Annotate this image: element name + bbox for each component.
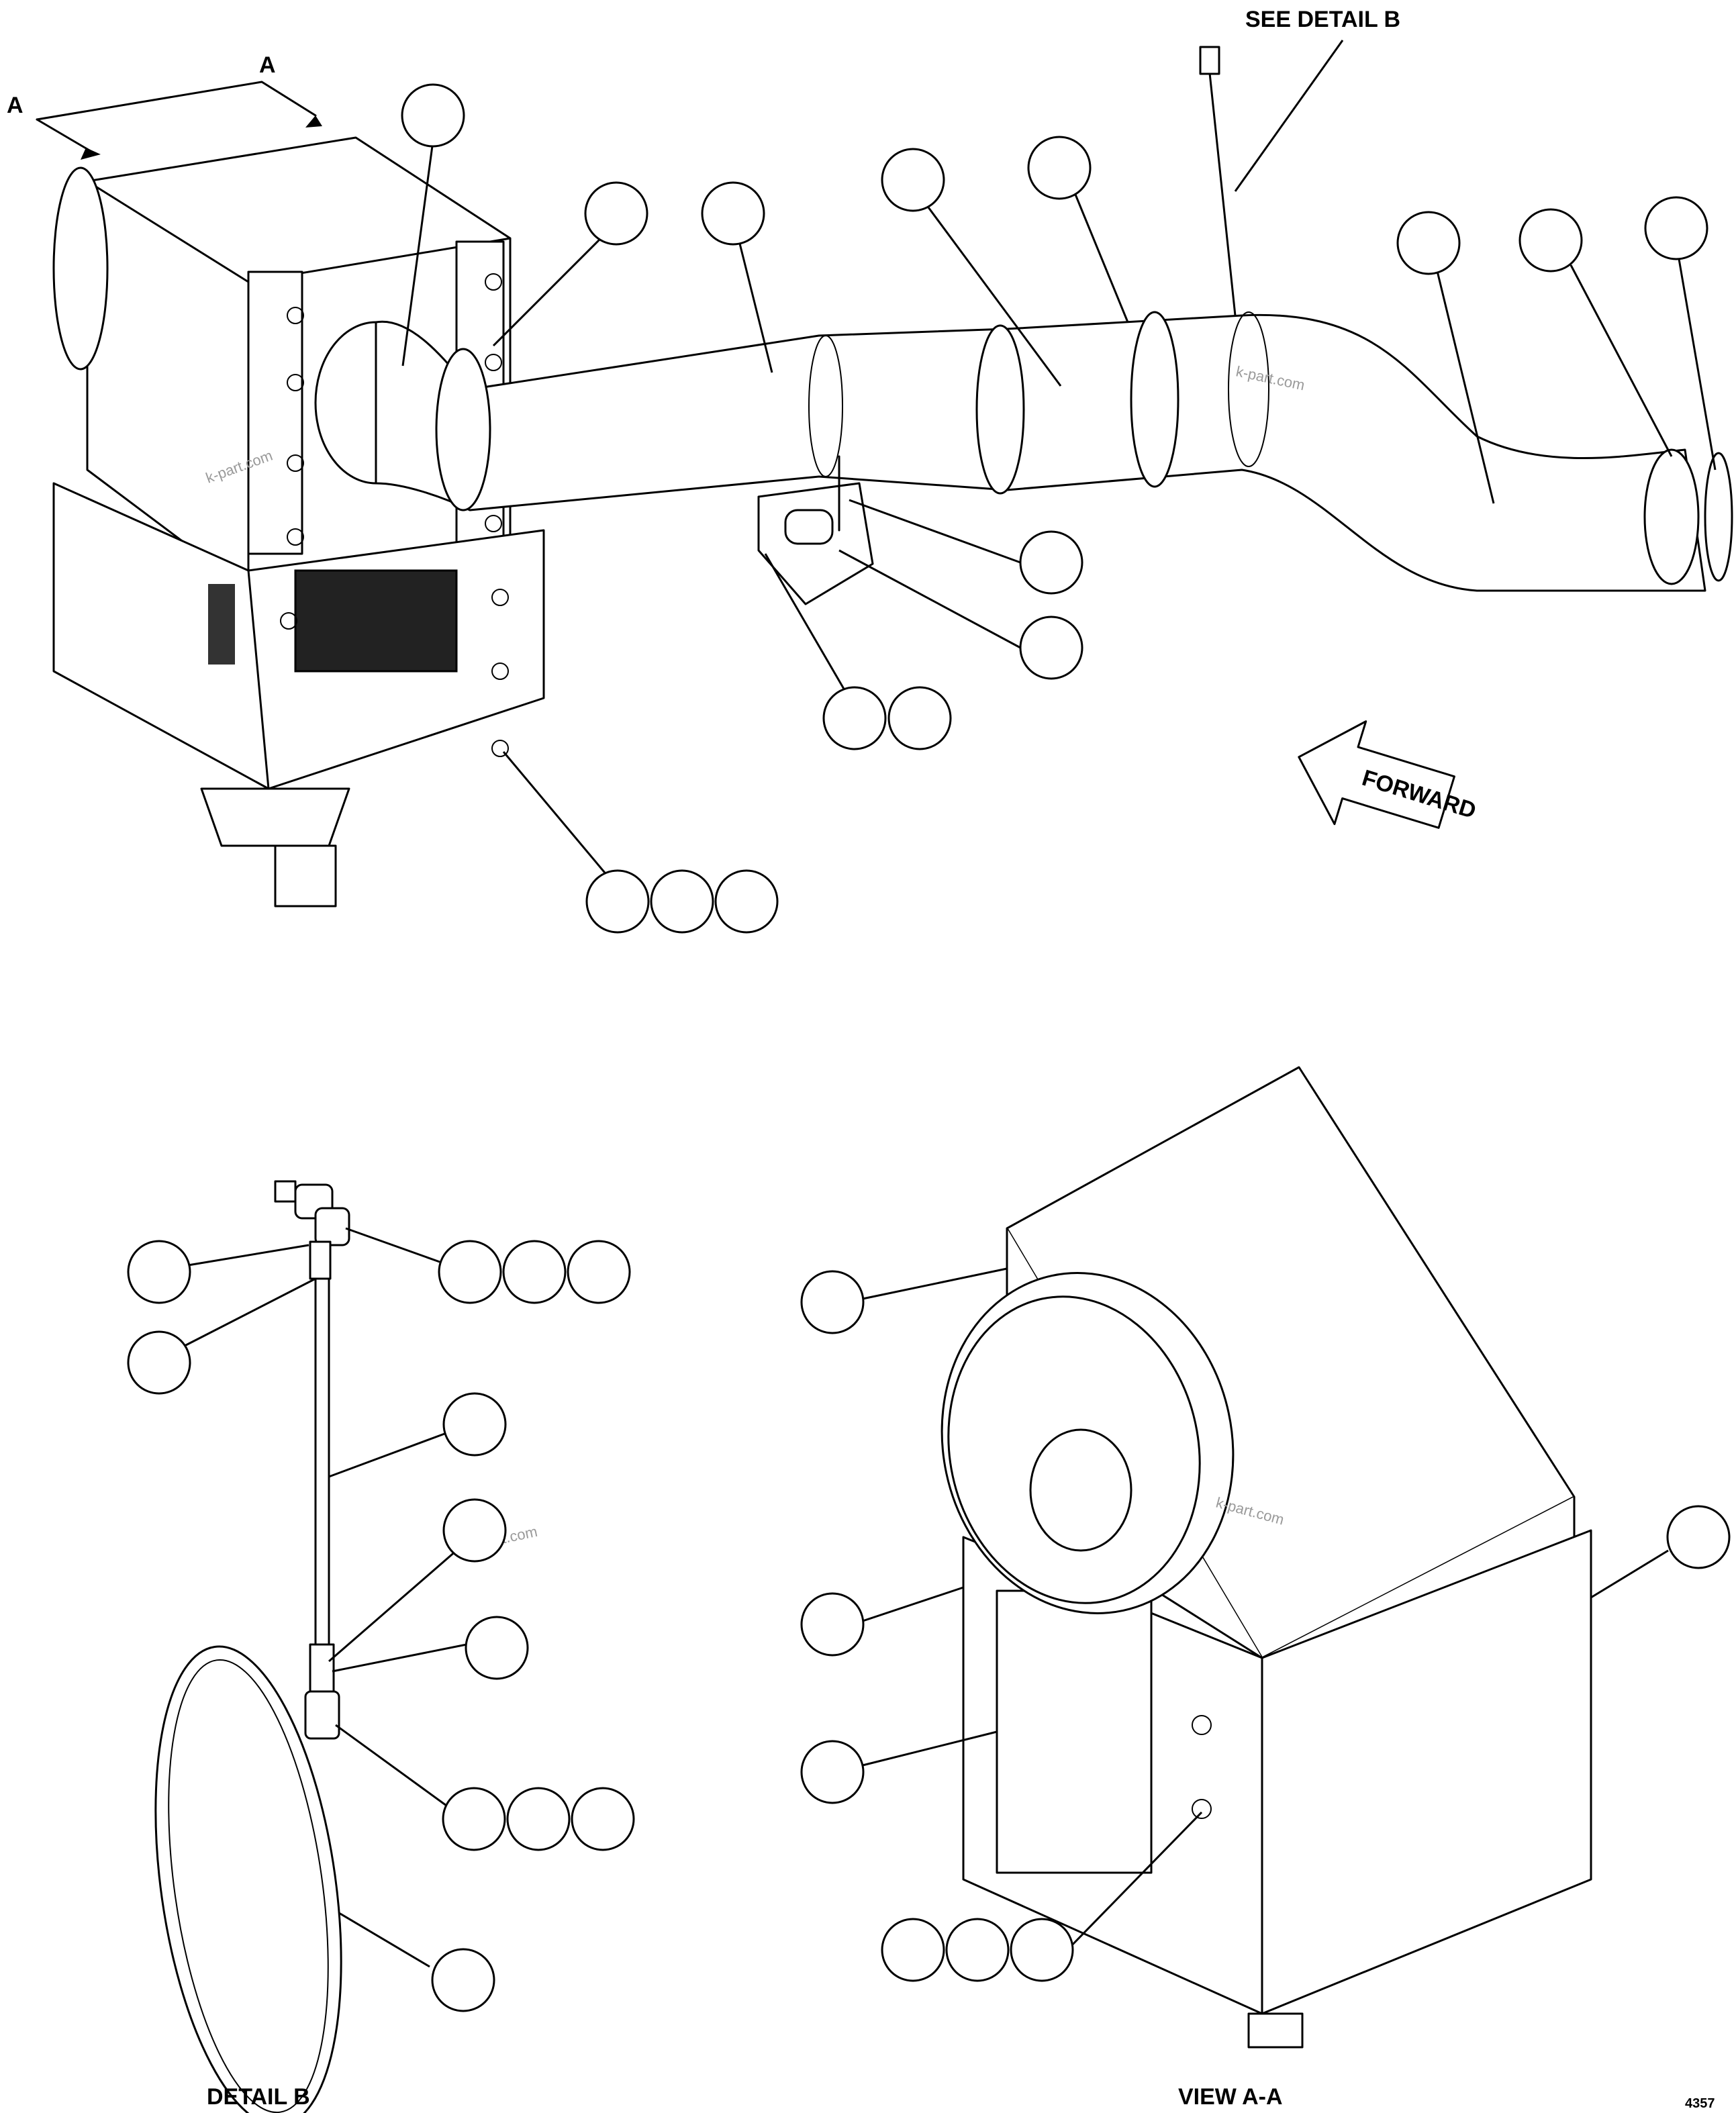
callout-balloon	[800, 1270, 865, 1334]
callout-balloon	[442, 1498, 507, 1563]
callout-balloon	[438, 1240, 502, 1304]
view-a-a: k-part.com VIEW A-A	[800, 1066, 1731, 2110]
callout-balloon	[701, 181, 765, 246]
precleaner-bolts	[280, 589, 509, 757]
callout-balloon	[127, 1240, 191, 1304]
view-arrow-label-right: A	[259, 52, 276, 78]
callout-balloon	[800, 1740, 865, 1804]
callout-balloon	[822, 686, 887, 750]
callout-balloon	[1027, 136, 1092, 200]
detail-b-callouts	[127, 1227, 635, 2012]
view-a-a-callouts	[800, 1267, 1731, 1982]
main-callouts	[401, 83, 1717, 934]
detail-b-view: k-part.com DETAIL B	[127, 1180, 635, 2113]
callout-balloon	[1666, 1505, 1731, 1569]
callout-balloon	[401, 83, 465, 148]
callout-balloon	[1644, 196, 1708, 260]
air-cleaner-view-a-a	[941, 1066, 1592, 2049]
callout-balloon	[1396, 211, 1461, 275]
callout-balloon	[584, 181, 648, 246]
callout-balloon	[442, 1787, 506, 1851]
forward-arrow: FORWARD	[1298, 720, 1479, 829]
callout-balloon	[714, 869, 779, 934]
view-a-a-title: VIEW A-A	[1178, 2084, 1283, 2110]
callout-balloon	[887, 686, 952, 750]
detail-b-title: DETAIL B	[207, 2084, 310, 2110]
view-arrow-label-left: A	[7, 93, 23, 118]
duct-clamps	[435, 311, 1733, 585]
sheet-code: 4357	[1685, 2096, 1715, 2111]
callout-balloon	[881, 148, 945, 212]
indicator-rod	[1199, 46, 1237, 317]
air-cleaner-housing	[52, 136, 545, 907]
duct-support-bracket	[757, 455, 874, 605]
callout-balloon	[567, 1240, 631, 1304]
callout-balloon	[650, 869, 714, 934]
see-detail-label: SEE DETAIL B	[1245, 7, 1400, 32]
callout-balloon	[945, 1918, 1010, 1982]
callout-balloon	[1019, 616, 1083, 680]
callout-balloon	[1518, 208, 1583, 273]
intake-duct	[375, 311, 1733, 592]
callout-balloon	[465, 1616, 529, 1680]
callout-balloon	[800, 1592, 865, 1657]
callout-balloon	[431, 1948, 495, 2012]
callout-balloon	[442, 1392, 507, 1457]
callout-balloon	[585, 869, 650, 934]
callout-balloon	[506, 1787, 571, 1851]
callout-balloon	[502, 1240, 567, 1304]
callout-balloon	[1010, 1918, 1074, 1982]
callout-balloon	[1019, 530, 1083, 595]
callout-balloon	[881, 1918, 945, 1982]
main-view: A A	[7, 7, 1733, 934]
callout-balloon	[571, 1787, 635, 1851]
indicator-assembly	[154, 1180, 350, 2113]
view-arrows: A A	[7, 52, 322, 160]
callout-balloon	[127, 1330, 191, 1395]
